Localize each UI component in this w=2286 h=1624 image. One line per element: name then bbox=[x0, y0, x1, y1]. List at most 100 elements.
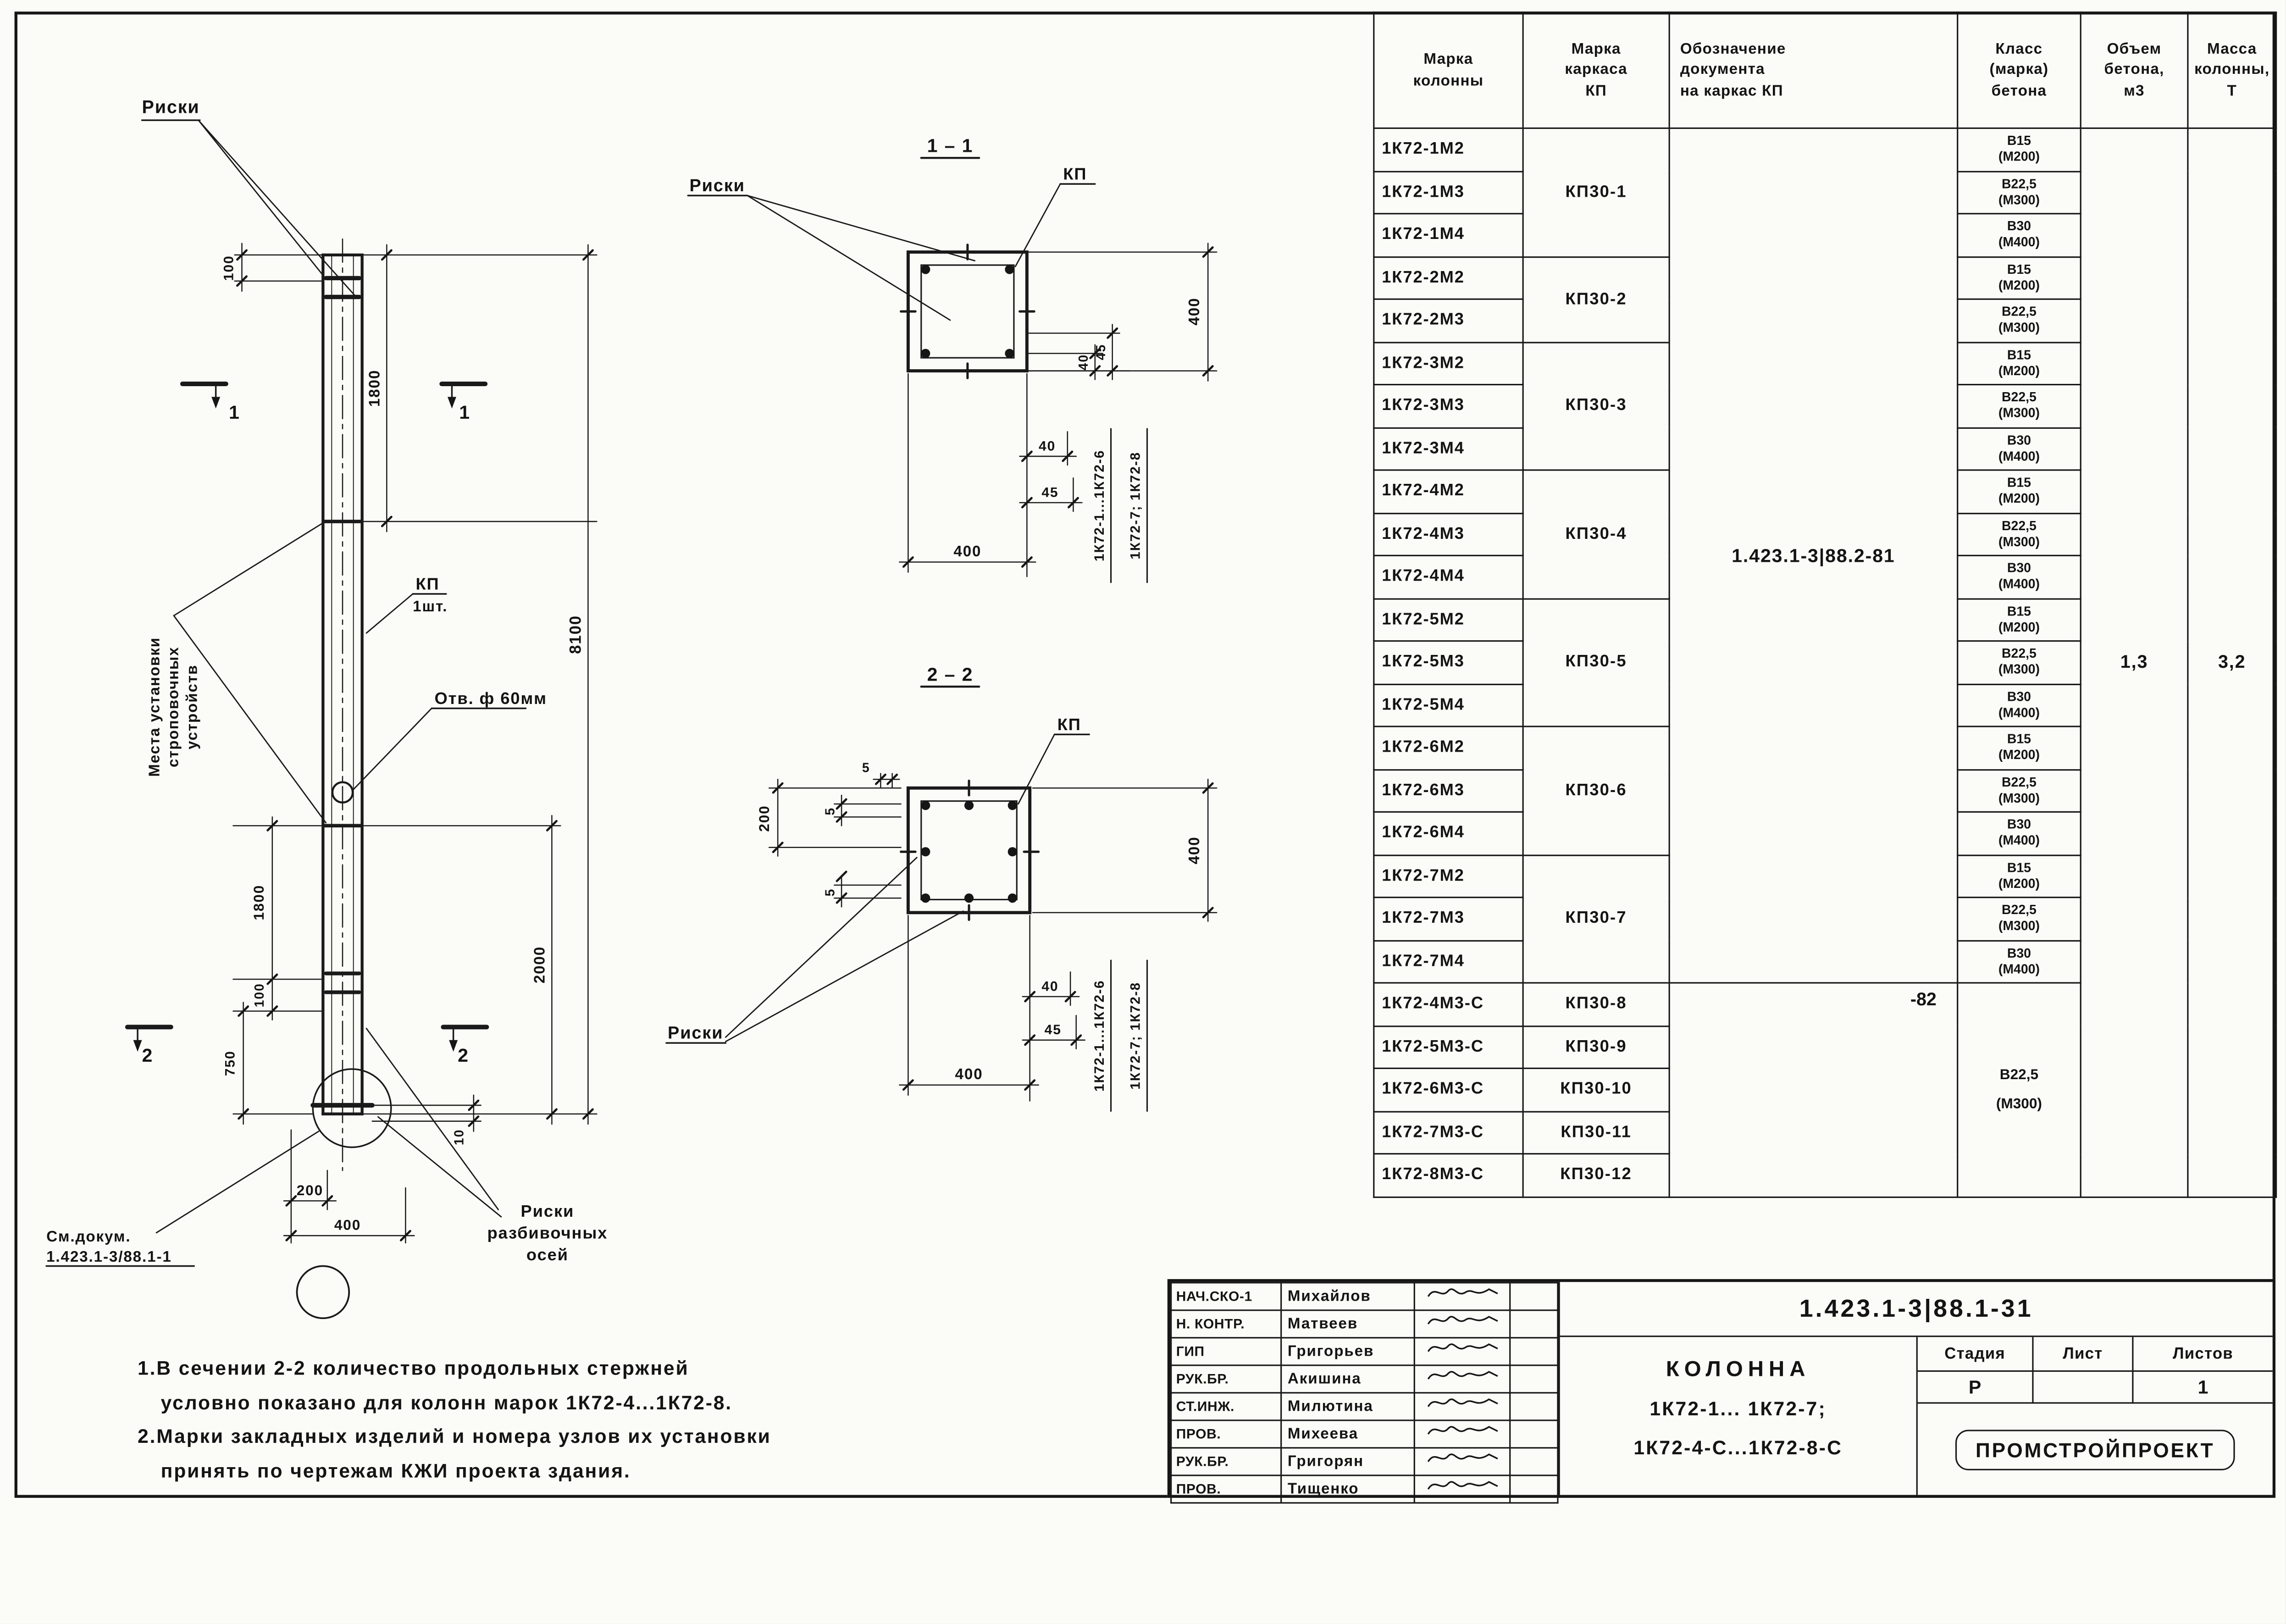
signature-icon bbox=[1413, 1364, 1511, 1394]
hole-circle bbox=[331, 781, 354, 804]
cell-doc-ref-c: -82 bbox=[1668, 982, 1959, 1197]
dimension-ticks bbox=[236, 246, 1214, 1242]
signer-row: СТ.ИНЖ.Милютина bbox=[1170, 1392, 1559, 1421]
cell-column-mark: 1К72-3М3 bbox=[1373, 384, 1524, 428]
dim-750: 750 bbox=[223, 1050, 238, 1076]
section-2-dim-400: 400 bbox=[955, 1066, 983, 1083]
dim-400-foot: 400 bbox=[334, 1217, 361, 1233]
cell-column-mark: 1К72-4М3 bbox=[1373, 512, 1524, 556]
dim-200: 200 bbox=[297, 1182, 323, 1198]
signer-role: ПРОВ. bbox=[1170, 1419, 1282, 1449]
cell-column-mark: 1К72-1М2 bbox=[1373, 127, 1524, 172]
sheets-value: 1 bbox=[2133, 1372, 2273, 1404]
signer-date bbox=[1509, 1447, 1559, 1476]
section-1-dim-40: 40 bbox=[1039, 438, 1056, 454]
cell-column-mark: 1К72-7М3 bbox=[1373, 897, 1524, 941]
cell-column-mark: 1К72-7М3-С bbox=[1373, 1110, 1524, 1155]
axis-risks-line-2: разбивочных bbox=[487, 1224, 608, 1242]
cell-concrete-class: В22,5(М300) bbox=[1957, 384, 2081, 428]
section-2-dim-200: 200 bbox=[756, 805, 772, 831]
cell-column-mark: 1К72-1М4 bbox=[1373, 213, 1524, 257]
axis-risks-line-3: осей bbox=[526, 1245, 569, 1264]
elevation-dim-lines bbox=[232, 243, 598, 1244]
signer-name: Михеева bbox=[1280, 1419, 1415, 1449]
notes: 1.В сечении 2-2 количество продольных ст… bbox=[138, 1352, 978, 1488]
section-2-kp-label: КП bbox=[1057, 715, 1081, 734]
cell-concrete-class: В30(М400) bbox=[1957, 427, 2081, 471]
hole-label: Отв. ф 60мм bbox=[435, 689, 547, 708]
signature-icon bbox=[1413, 1309, 1511, 1339]
dim-1800-bottom: 1800 bbox=[250, 885, 267, 920]
foot-detail-circle bbox=[312, 1068, 392, 1148]
cell-column-mark: 1К72-5М3-С bbox=[1373, 1025, 1524, 1069]
section-2-riski-label: Риски bbox=[668, 1024, 723, 1043]
section-1-title: 1 – 1 bbox=[927, 135, 974, 156]
signer-role: РУК.БР. bbox=[1170, 1364, 1282, 1394]
title-block-meta: Стадия Лист Листов Р 1 ПРОМСТРОЙПРОЕКТ bbox=[1917, 1337, 2273, 1495]
cell-concrete-class: В30(М400) bbox=[1957, 554, 2081, 599]
signature-icon bbox=[1413, 1337, 1511, 1366]
section-2-title: 2 – 2 bbox=[927, 664, 974, 685]
cell-frame-mark: КП30-1 bbox=[1522, 127, 1670, 257]
cell-concrete-class: В22,5(М300) bbox=[1957, 170, 2081, 215]
signature-icon bbox=[1413, 1474, 1511, 1504]
title-block-right: 1.423.1-3|88.1-31 КОЛОННА 1К72-1... 1К72… bbox=[1558, 1282, 2273, 1495]
section-2-dim-5-top: 5 bbox=[862, 760, 870, 775]
cell-column-mark: 1К72-6М2 bbox=[1373, 726, 1524, 770]
signer-name: Тищенко bbox=[1280, 1474, 1415, 1504]
section-1-dim-45-side: 45 bbox=[1094, 344, 1108, 360]
cell-concrete-class: В15(М200) bbox=[1957, 255, 2081, 300]
cell-column-mark: 1К72-6М4 bbox=[1373, 811, 1524, 856]
note-line: принять по чертежам КЖИ проекта здания. bbox=[161, 1460, 631, 1482]
cell-column-mark: 1К72-7М4 bbox=[1373, 939, 1524, 984]
cell-column-mark: 1К72-2М2 bbox=[1373, 255, 1524, 300]
see-doc-line-1: См.докум. bbox=[46, 1228, 131, 1245]
signer-role: СТ.ИНЖ. bbox=[1170, 1392, 1282, 1421]
axis-risks-line-1: Риски bbox=[521, 1202, 575, 1220]
signature-icon bbox=[1413, 1447, 1511, 1476]
section-mark-2-right: 2 bbox=[458, 1045, 469, 1066]
note-line: 1.В сечении 2-2 количество продольных ст… bbox=[138, 1357, 689, 1379]
section-1-range-a: 1К72-1...1К72-6 bbox=[1092, 450, 1107, 562]
cell-frame-mark: КП30-7 bbox=[1522, 854, 1670, 984]
signer-date bbox=[1509, 1419, 1559, 1449]
cell-concrete-class: В30(М400) bbox=[1957, 939, 2081, 984]
riski-top-label: Риски bbox=[142, 97, 200, 117]
spec-row: 1К72-3М4 В30(М400) bbox=[1373, 427, 2276, 471]
dim-8100: 8100 bbox=[567, 615, 585, 654]
cell-column-mark: 1К72-5М2 bbox=[1373, 597, 1524, 642]
drawing-title-main: КОЛОННА bbox=[1666, 1357, 1810, 1382]
drawing-canvas: Риски 100 1800 8100 2000 1800 100 750 10… bbox=[45, 97, 1218, 1319]
signer-row: РУК.БР.Григорян bbox=[1170, 1447, 1559, 1476]
section-2-dim-45: 45 bbox=[1045, 1022, 1062, 1037]
cell-frame-mark: КП30-10 bbox=[1522, 1067, 1670, 1112]
section-cut-marks bbox=[125, 381, 489, 1052]
cell-column-mark: 1К72-8М3-С bbox=[1373, 1153, 1524, 1197]
cell-column-mark: 1К72-4М2 bbox=[1373, 469, 1524, 514]
note-line: условно показано для колонн марок 1К72-4… bbox=[161, 1391, 733, 1413]
cell-frame-mark: КП30-6 bbox=[1522, 726, 1670, 856]
cell-column-mark: 1К72-3М2 bbox=[1373, 341, 1524, 386]
cell-column-mark: 1К72-4М4 bbox=[1373, 554, 1524, 599]
cell-concrete-class: В30(М400) bbox=[1957, 811, 2081, 856]
section-2-dim-5-lower: 5 bbox=[823, 888, 837, 897]
signature-icon bbox=[1413, 1282, 1511, 1311]
cell-concrete-class: В22,5(М300) bbox=[1957, 897, 2081, 941]
dim-100-top: 100 bbox=[221, 255, 237, 281]
cell-concrete-class-merged: В22,5(М300) bbox=[1957, 982, 2081, 1197]
section-1-dim-45: 45 bbox=[1041, 485, 1058, 500]
cell-concrete-class: В15(М200) bbox=[1957, 597, 2081, 642]
sheet-label: Лист bbox=[2033, 1337, 2134, 1372]
cell-column-mark: 1К72-3М4 bbox=[1373, 427, 1524, 471]
